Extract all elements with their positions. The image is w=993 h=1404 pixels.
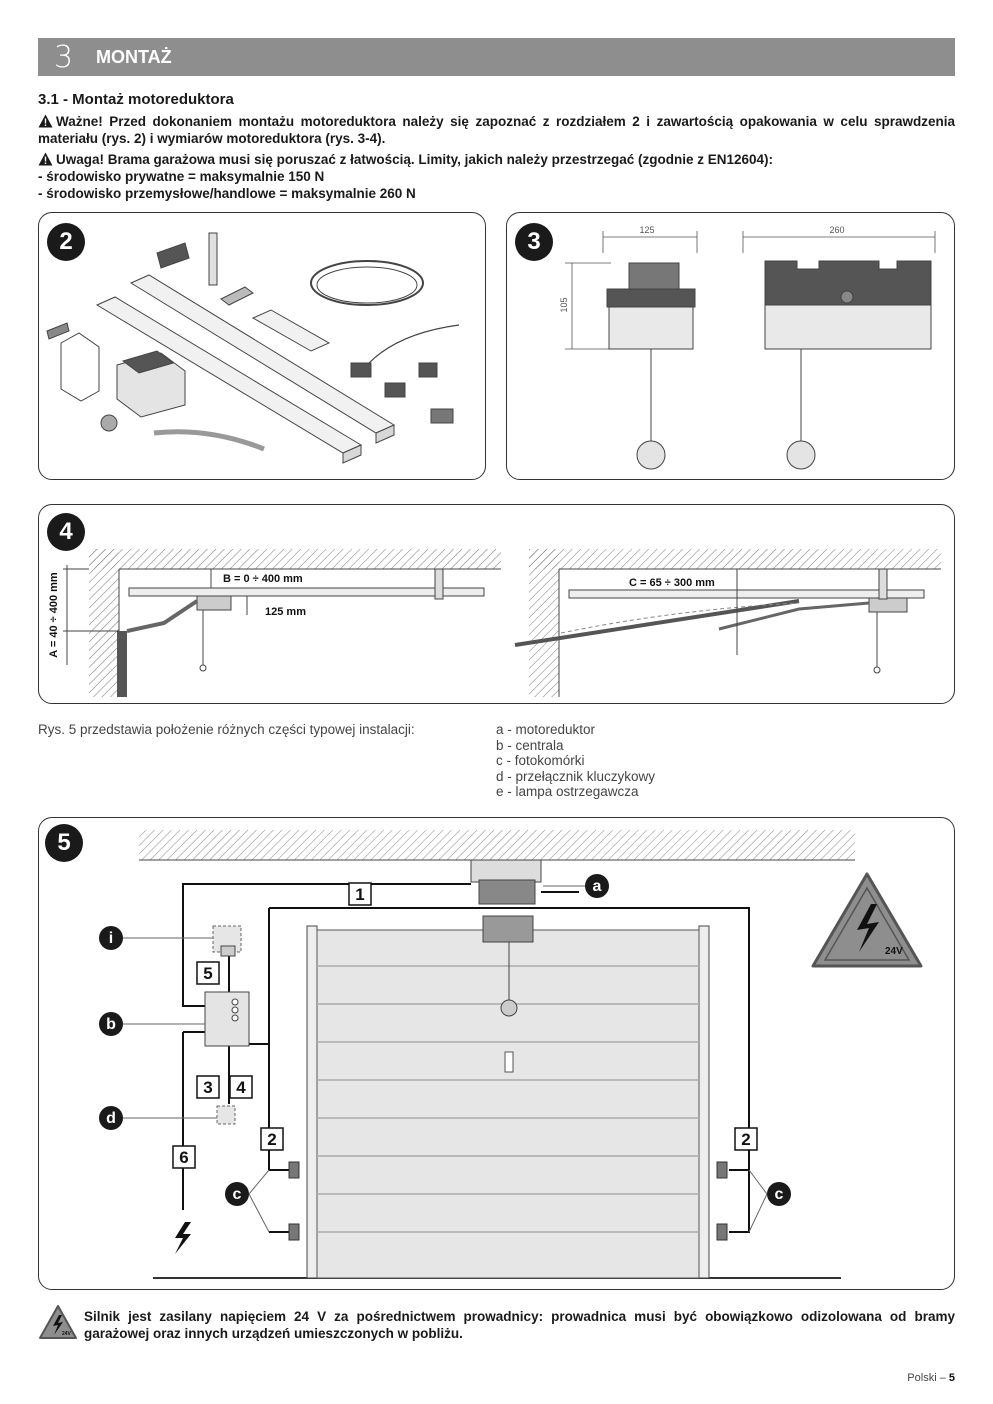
kit-contents-drawing bbox=[46, 232, 460, 464]
page-language: Polski bbox=[907, 1372, 937, 1384]
legend-item: e - lampa ostrzegawcza bbox=[496, 784, 639, 799]
cable-number: 4 bbox=[236, 1078, 246, 1097]
legend-item: a - motoreduktor bbox=[496, 722, 596, 737]
page-number-value: 5 bbox=[948, 1372, 955, 1384]
power-bolt-icon bbox=[175, 1222, 191, 1254]
callout-label: a bbox=[593, 878, 602, 895]
hazard-voltage-label: 24V bbox=[885, 946, 903, 957]
important-paragraph: Ważne! Przed dokonaniem montażu motoredu… bbox=[38, 113, 955, 147]
figure-2-panel: 2 bbox=[38, 212, 486, 480]
warning-text: Uwaga! Brama garażowa musi się poruszać … bbox=[56, 152, 773, 167]
installation-heights-drawing: A = 40 ÷ 400 mm B = 0 ÷ 400 mm 125 mm C … bbox=[48, 549, 941, 697]
callout-label: b bbox=[106, 1016, 116, 1033]
section-title: 3.1 - Montaż motoreduktora bbox=[38, 91, 234, 108]
figure-5-caption: Rys. 5 przedstawia położenie różnych czę… bbox=[38, 722, 415, 737]
dim-a-label: A = 40 ÷ 400 mm bbox=[48, 572, 60, 658]
warning-paragraph: Uwaga! Brama garażowa musi się poruszać … bbox=[38, 151, 955, 168]
page-number: Polski – 5 bbox=[907, 1372, 955, 1384]
legend-item: b - centrala bbox=[496, 737, 564, 753]
warning-icon bbox=[38, 152, 53, 166]
legend-item: d - przełącznik kluczykowy bbox=[496, 768, 656, 784]
typical-installation-drawing: 1 2 2 3 4 5 6 a b c c d i bbox=[99, 830, 923, 1279]
dim-width-large: 260 bbox=[829, 225, 844, 235]
cable-number: 3 bbox=[203, 1078, 212, 1097]
cable-number: 1 bbox=[355, 885, 364, 904]
chapter-header: 3 MONTAŻ bbox=[38, 38, 955, 76]
footer-note: Silnik jest zasilany napięciem 24 V za p… bbox=[84, 1309, 955, 1341]
legend-item: c - fotokomórki bbox=[496, 753, 585, 768]
cable-number: 5 bbox=[203, 964, 212, 983]
component-legend: a - motoreduktor b - centrala c - fotoko… bbox=[496, 722, 655, 800]
callout-label: d bbox=[106, 1110, 116, 1127]
limit-private: - środowisko prywatne = maksymalnie 150 … bbox=[38, 169, 325, 184]
figure-2-badge: 2 bbox=[47, 223, 85, 261]
callout-label: i bbox=[109, 930, 113, 947]
dim-height: 105 bbox=[559, 297, 569, 312]
chapter-title: MONTAŻ bbox=[96, 47, 172, 67]
cable-number: 2 bbox=[741, 1130, 750, 1149]
important-text: Ważne! Przed dokonaniem montażu motoredu… bbox=[38, 114, 955, 146]
figure-5-panel: 1 2 2 3 4 5 6 a b c c d i bbox=[38, 817, 955, 1290]
limit-industrial: - środowisko przemysłowe/handlowe = maks… bbox=[38, 186, 416, 201]
dim-b-label: B = 0 ÷ 400 mm bbox=[223, 573, 303, 585]
high-voltage-warning-icon: 24V bbox=[811, 872, 923, 968]
figure-4-panel: A = 40 ÷ 400 mm B = 0 ÷ 400 mm 125 mm C … bbox=[38, 504, 955, 704]
dim-width-small: 125 bbox=[639, 225, 654, 235]
callout-label: c bbox=[775, 1186, 784, 1203]
dim-125-label: 125 mm bbox=[265, 606, 306, 618]
footer-high-voltage-icon: 24V bbox=[39, 1305, 77, 1339]
figure-3-panel: 125 260 105 3 bbox=[506, 212, 955, 480]
cable-number: 2 bbox=[267, 1130, 276, 1149]
chapter-number: 3 bbox=[54, 40, 74, 75]
footer-voltage-label: 24V bbox=[62, 1331, 72, 1337]
page-separator: – bbox=[936, 1372, 949, 1384]
cable-number: 6 bbox=[179, 1148, 188, 1167]
figure-3-badge: 3 bbox=[515, 223, 553, 261]
callout-label: c bbox=[233, 1186, 242, 1203]
dim-c-label: C = 65 ÷ 300 mm bbox=[629, 577, 715, 589]
figure-5-badge: 5 bbox=[45, 824, 83, 862]
warning-icon bbox=[38, 114, 53, 128]
motor-dimensions-drawing: 125 260 105 bbox=[559, 225, 936, 470]
figure-4-badge: 4 bbox=[47, 513, 85, 551]
